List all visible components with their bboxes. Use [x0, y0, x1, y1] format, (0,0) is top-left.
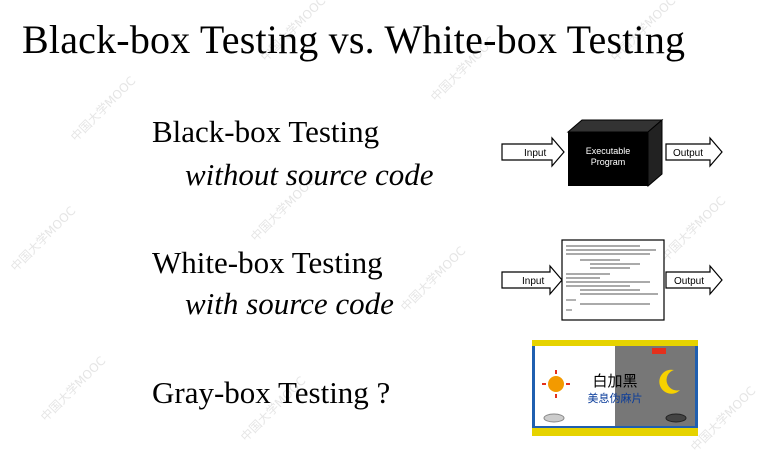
output-label: Output [674, 276, 704, 287]
watermark: 中国大学MOOC [67, 73, 139, 145]
box-line1: Executable [586, 146, 631, 156]
watermark: 中国大学MOOC [37, 353, 109, 425]
watermark: 中国大学MOOC [397, 243, 469, 315]
watermark: 中国大学MOOC [7, 203, 79, 275]
black-box-sublabel: without source code [185, 157, 434, 192]
slide-title: Black-box Testing vs. White-box Testing [22, 17, 686, 62]
input-arrow: Input [501, 264, 563, 296]
white-box-sublabel: with source code [185, 286, 394, 321]
white-box-label: White-box Testing [152, 245, 383, 280]
product-name: 美息伪麻片 [588, 391, 643, 405]
source-code-box [561, 239, 665, 321]
moon-icon [659, 369, 680, 394]
input-label: Input [522, 276, 544, 287]
output-label: Output [673, 148, 703, 159]
black-box-diagram: Input Executable Program Output [501, 118, 723, 188]
input-arrow: Input [501, 136, 565, 168]
input-label: Input [524, 148, 546, 159]
output-arrow: Output [665, 136, 723, 168]
box-line2: Program [591, 157, 626, 167]
black-box-label: Black-box Testing [152, 114, 380, 149]
gray-box-label: Gray-box Testing ? [152, 375, 391, 410]
gray-box-product-image: 白加黑 美息伪麻片 [532, 340, 698, 436]
white-box-diagram: Input Output [501, 239, 723, 321]
brand-name: 白加黑 [592, 373, 637, 390]
executable-program-box: Executable Program [566, 118, 664, 188]
output-arrow: Output [665, 264, 723, 296]
sun-icon [548, 376, 564, 392]
